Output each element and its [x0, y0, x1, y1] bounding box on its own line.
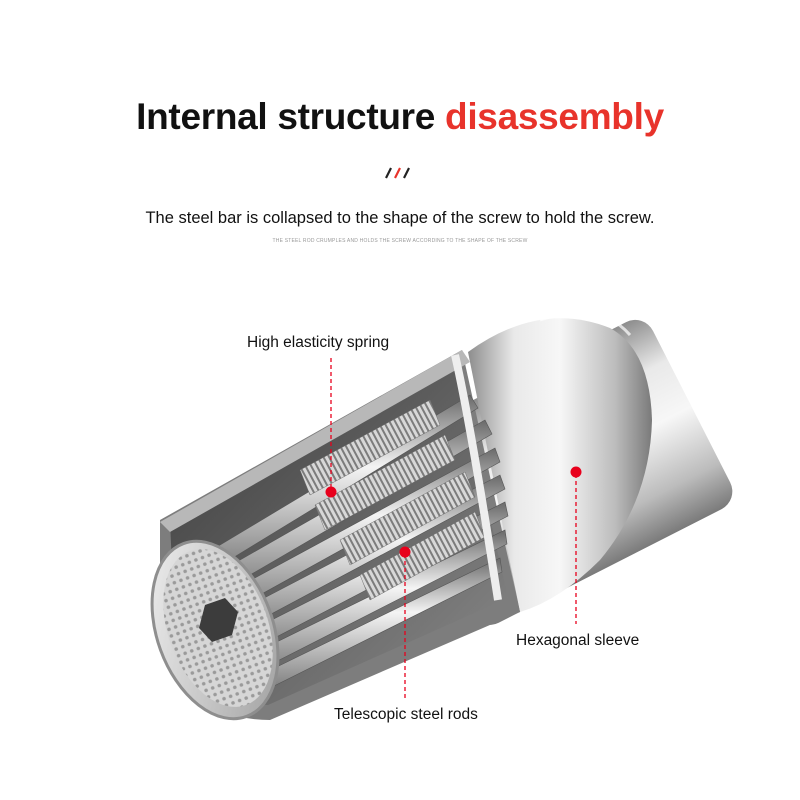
- description-small-text: THE STEEL ROD CRUMPLES AND HOLDS THE SCR…: [272, 238, 528, 244]
- callout-sleeve-label: Hexagonal sleeve: [516, 632, 640, 649]
- decorative-slashes-icon: [385, 167, 410, 179]
- description-text: The steel bar is collapsed to the shape …: [145, 209, 655, 227]
- rods-marker: [399, 546, 411, 558]
- title-main: Internal structure: [136, 96, 436, 137]
- title-accent: disassembly: [445, 96, 664, 137]
- callout-rods-label: Telescopic steel rods: [334, 706, 478, 723]
- spring-marker: [325, 486, 337, 498]
- callout-spring-label: High elasticity spring: [247, 334, 390, 351]
- sleeve-marker: [570, 466, 582, 478]
- page-title: Internal structure disassembly: [0, 96, 800, 138]
